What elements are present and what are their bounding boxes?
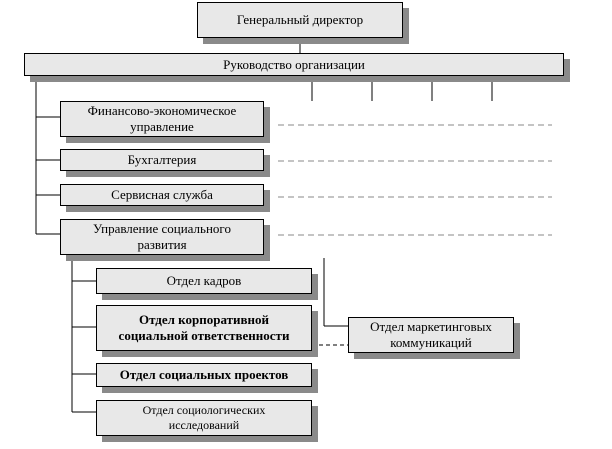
service-box: Сервисная служба xyxy=(60,184,264,206)
sociology-box: Отдел социологических исследований xyxy=(96,400,312,436)
accounting-box: Бухгалтерия xyxy=(60,149,264,171)
hr-box: Отдел кадров xyxy=(96,268,312,294)
finance-box: Финансово-экономическое управление xyxy=(60,101,264,137)
management-box: Руководство организации xyxy=(24,53,564,76)
ceo-box: Генеральный директор xyxy=(197,2,403,38)
social-development-box: Управление социального развития xyxy=(60,219,264,255)
marketing-box: Отдел маркетинговых коммуникаций xyxy=(348,317,514,353)
csr-box: Отдел корпоративной социальной ответстве… xyxy=(96,305,312,351)
social-projects-box: Отдел социальных проектов xyxy=(96,363,312,387)
